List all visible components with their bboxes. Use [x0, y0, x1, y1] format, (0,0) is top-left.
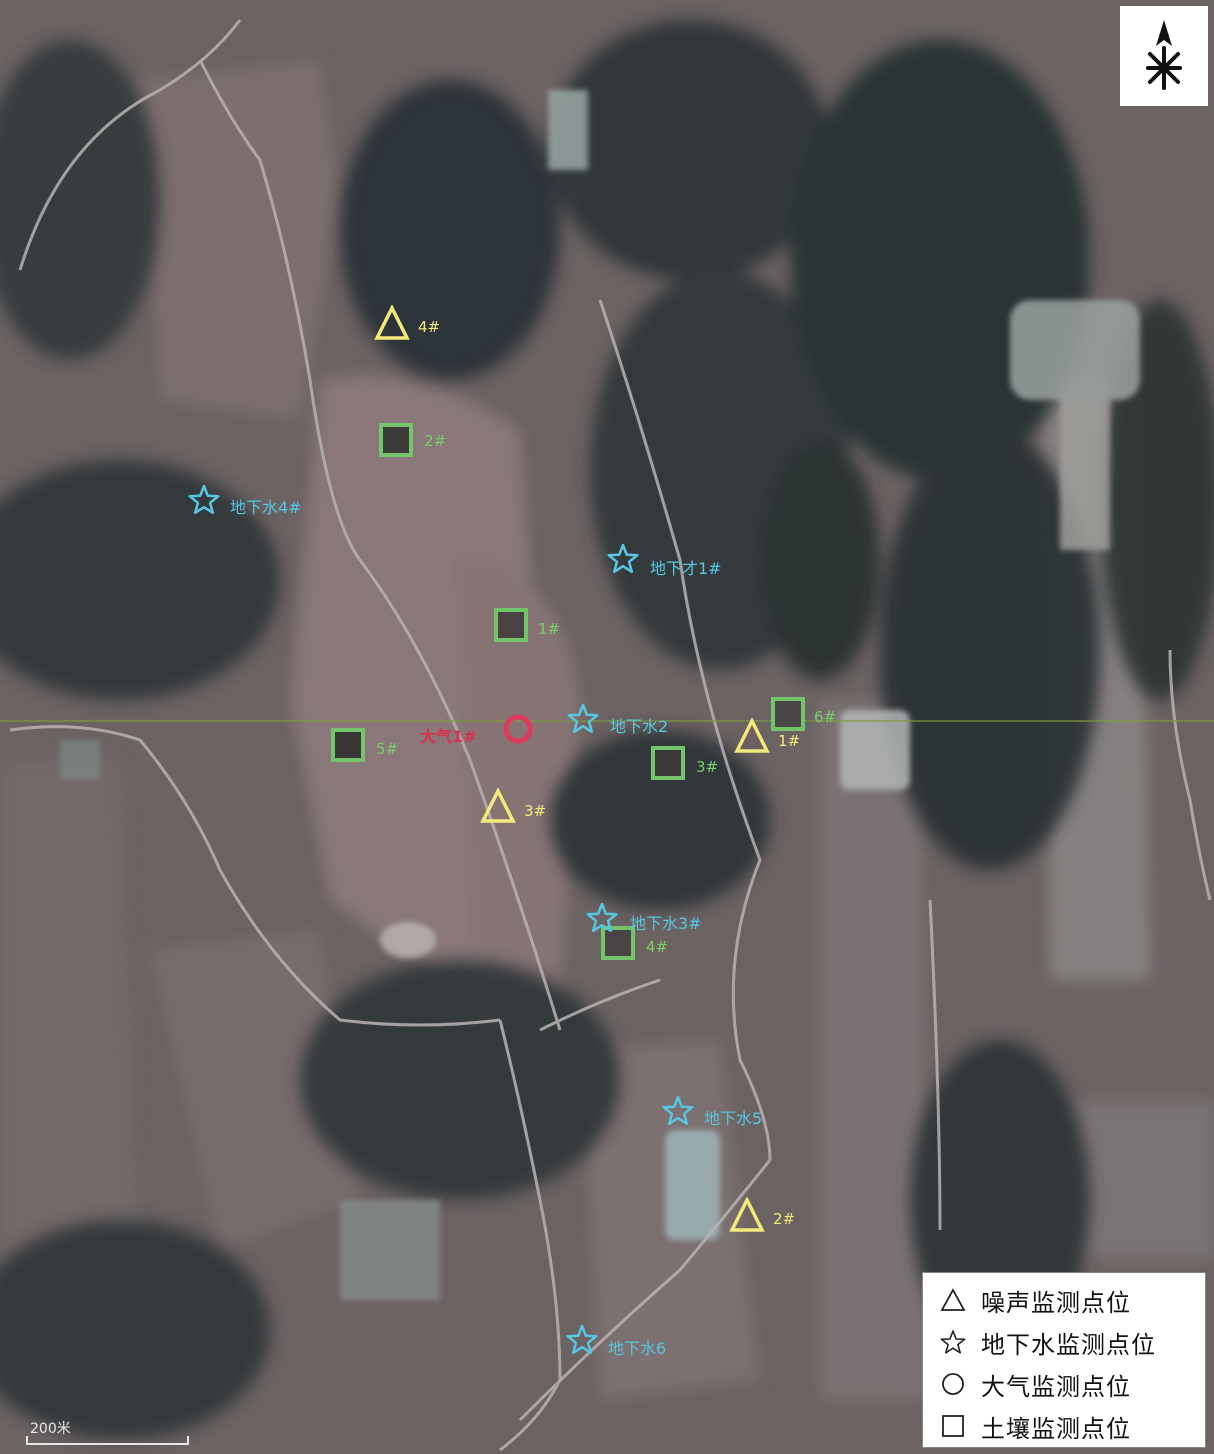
- groundwater-label-6: 地下水6: [608, 1339, 667, 1358]
- noise-marker-3[interactable]: [480, 788, 516, 824]
- groundwater-label-2: 地下水2: [610, 717, 669, 736]
- noise-marker-1[interactable]: [734, 718, 770, 754]
- groundwater-marker-3[interactable]: [586, 902, 618, 934]
- groundwater-marker-5[interactable]: [662, 1095, 694, 1127]
- north-arrow-panel: [1120, 6, 1208, 106]
- groundwater-marker-1[interactable]: [607, 543, 639, 575]
- soil-marker-2[interactable]: [378, 422, 414, 458]
- legend-label-soil: 土壤监测点位: [981, 1414, 1131, 1443]
- noise-marker-2[interactable]: [729, 1197, 765, 1233]
- legend-label-noise: 噪声监测点位: [981, 1288, 1131, 1317]
- soil-label-4: 4#: [646, 938, 669, 956]
- map-legend: 噪声监测点位 地下水监测点位 大气监测点位 土壤监测点位: [922, 1272, 1206, 1448]
- scale-line: [26, 1436, 189, 1445]
- square-icon: [939, 1412, 967, 1440]
- soil-marker-5[interactable]: [330, 727, 366, 763]
- noise-label-3: 3#: [524, 802, 547, 820]
- soil-marker-1[interactable]: [493, 607, 529, 643]
- scale-bar: 200米: [26, 1418, 190, 1448]
- scale-label: 200米: [30, 1421, 71, 1437]
- legend-label-air: 大气监测点位: [981, 1372, 1131, 1401]
- circle-icon: [939, 1370, 967, 1398]
- groundwater-label-5: 地下水5: [704, 1109, 763, 1128]
- legend-label-groundwater: 地下水监测点位: [981, 1330, 1156, 1359]
- groundwater-marker-6[interactable]: [566, 1324, 598, 1356]
- star-icon: [939, 1328, 967, 1356]
- groundwater-label-4: 地下水4#: [230, 498, 302, 517]
- soil-label-2: 2#: [424, 432, 447, 450]
- soil-label-6: 6#: [814, 708, 837, 726]
- soil-marker-4[interactable]: [600, 925, 636, 961]
- noise-label-2: 2#: [773, 1210, 796, 1228]
- groundwater-marker-2[interactable]: [567, 703, 599, 735]
- groundwater-marker-4[interactable]: [188, 484, 220, 516]
- legend-row-air: 大气监测点位: [939, 1363, 1205, 1405]
- noise-marker-4[interactable]: [374, 305, 410, 341]
- legend-row-soil: 土壤监测点位: [939, 1405, 1205, 1447]
- noise-label-1: 1#: [778, 732, 801, 750]
- soil-marker-3[interactable]: [650, 745, 686, 781]
- air-label-1: 大气1#: [420, 727, 477, 746]
- soil-label-5: 5#: [376, 740, 399, 758]
- air-marker-1[interactable]: [500, 711, 536, 747]
- north-arrow-icon: [1146, 20, 1182, 90]
- legend-row-groundwater: 地下水监测点位: [939, 1321, 1205, 1363]
- triangle-icon: [939, 1286, 967, 1314]
- noise-label-4: 4#: [418, 318, 441, 336]
- soil-label-3: 3#: [696, 758, 719, 776]
- legend-row-noise: 噪声监测点位: [939, 1279, 1205, 1321]
- soil-label-1: 1#: [538, 620, 561, 638]
- groundwater-label-1: 地下才1#: [650, 559, 722, 578]
- groundwater-label-3: 地下水3#: [630, 914, 702, 933]
- soil-marker-6[interactable]: [770, 696, 806, 732]
